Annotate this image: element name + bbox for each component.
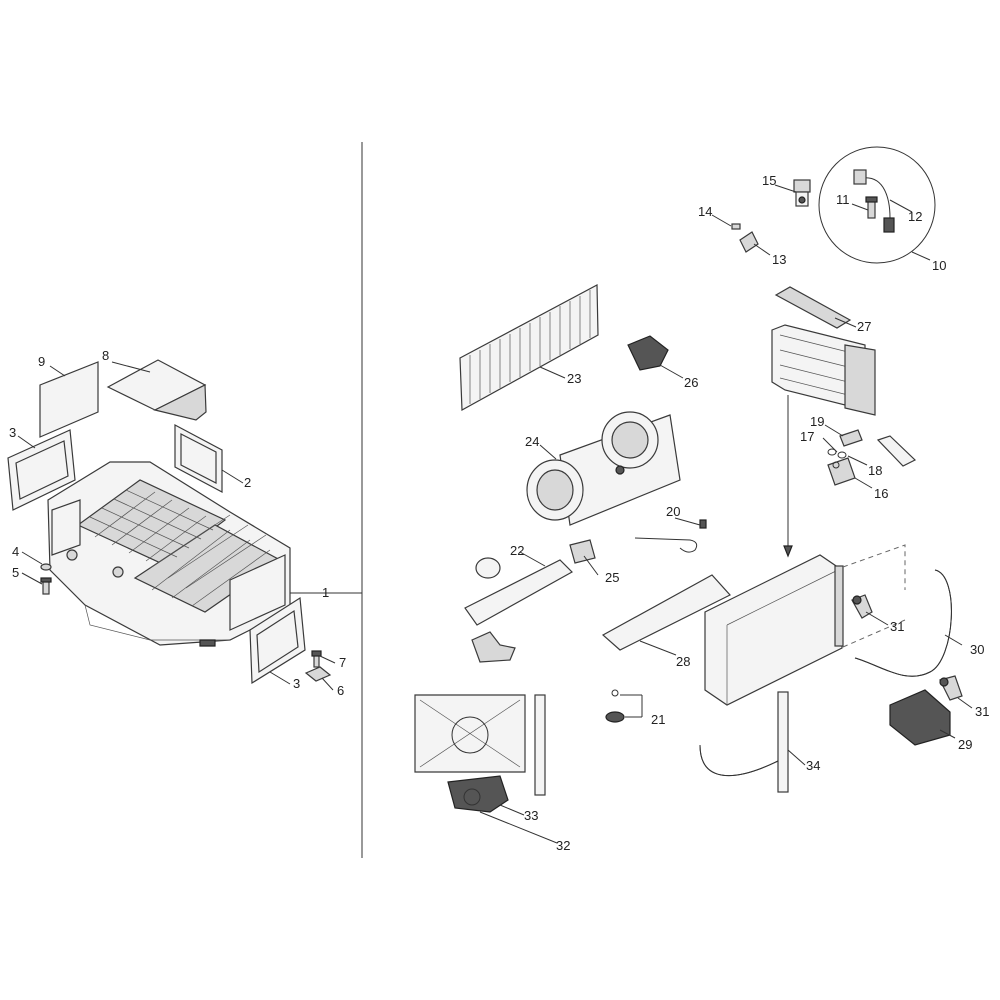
callout-22: 22: [510, 543, 524, 558]
callout-26: 26: [684, 375, 698, 390]
filter-9: [39, 361, 99, 438]
callout-2: 2: [244, 475, 251, 490]
sensor-20: [634, 519, 707, 553]
callout-31a: 31: [890, 619, 904, 634]
callout-23: 23: [567, 371, 581, 386]
drain-hose-34: [699, 691, 789, 793]
callout-24: 24: [525, 434, 539, 449]
screw-7: [311, 650, 322, 668]
callout-30: 30: [970, 642, 984, 657]
grommet-21: [605, 689, 625, 723]
clip-25: [569, 539, 596, 564]
callout-16: 16: [874, 486, 888, 501]
callout-27: 27: [857, 319, 871, 334]
flap-assembly-32: [414, 694, 546, 796]
callout-7: 7: [339, 655, 346, 670]
foam-28: [601, 574, 731, 651]
heater-core: [704, 554, 844, 706]
screw-14: [731, 223, 741, 230]
callout-17: 17: [800, 429, 814, 444]
callout-19: 19: [810, 414, 824, 429]
callout-34: 34: [806, 758, 820, 773]
callout-12: 12: [908, 209, 922, 224]
callout-21: 21: [651, 712, 665, 727]
water-valve-29: [889, 689, 951, 746]
callout-25: 25: [605, 570, 619, 585]
fitting-31-upper: [851, 594, 873, 619]
resistor-26: [627, 335, 669, 371]
callout-10: 10: [932, 258, 946, 273]
callout-3b: 3: [293, 676, 300, 691]
callout-32: 32: [556, 838, 570, 853]
callout-11: 11: [836, 192, 850, 207]
callout-13: 13: [772, 252, 786, 267]
callout-1: 1: [322, 585, 329, 600]
callout-9: 9: [38, 354, 45, 369]
o-ring-17: [827, 448, 847, 459]
actuator-33: [447, 775, 509, 813]
evaporator-27: [771, 286, 876, 416]
callout-14: 14: [698, 204, 712, 219]
seal-18: [876, 435, 917, 467]
gasket-3-upper: [7, 429, 76, 511]
gasket-3-lower: [249, 596, 306, 685]
callout-3a: 3: [9, 425, 16, 440]
hose-30: [854, 569, 952, 677]
cover-8: [106, 359, 207, 421]
callout-29: 29: [958, 737, 972, 752]
blower-24: [526, 411, 681, 526]
fitting-31-lower: [939, 675, 963, 701]
callout-28: 28: [676, 654, 690, 669]
hvac-unit-assembly: [47, 461, 291, 647]
callout-5: 5: [12, 565, 19, 580]
sensor-detail-10: [818, 146, 936, 264]
callout-6: 6: [337, 683, 344, 698]
tube-22: [464, 557, 573, 663]
callout-20: 20: [666, 504, 680, 519]
callout-8: 8: [102, 348, 109, 363]
callout-33: 33: [524, 808, 538, 823]
callout-18: 18: [868, 463, 882, 478]
callout-31b: 31: [975, 704, 989, 719]
callout-4: 4: [12, 544, 19, 559]
cabin-filter-23: [459, 284, 599, 411]
clip-13: [739, 231, 759, 253]
sensor-11: [865, 196, 878, 219]
gasket-2: [174, 424, 223, 493]
gasket-19: [839, 429, 863, 447]
screw-5: [40, 577, 52, 595]
pressure-switch-15: [793, 179, 811, 207]
expansion-valve-16: [827, 457, 856, 486]
bracket-6: [304, 666, 332, 682]
leader-lines: [17, 184, 973, 844]
callout-15: 15: [762, 173, 776, 188]
callout-labels: 1 2 3 3 4 5 6 7 8 9 10 11 12 13 14 15 16…: [9, 173, 989, 853]
washer-4: [40, 563, 52, 571]
